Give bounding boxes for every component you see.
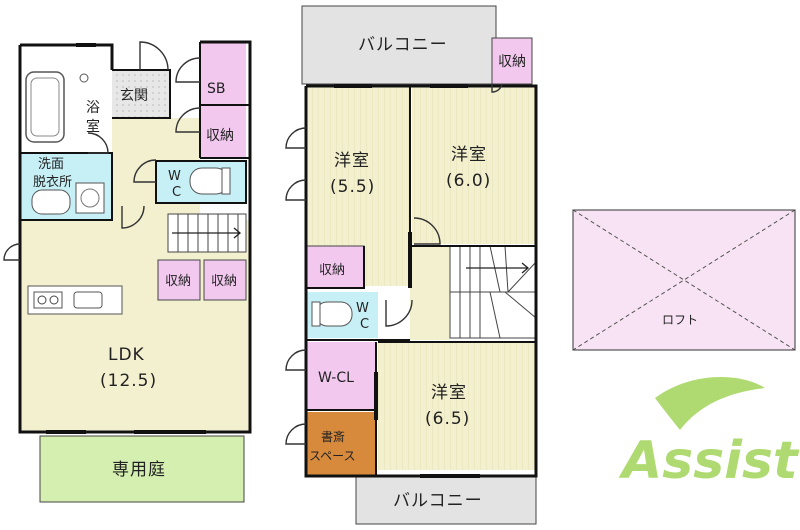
study-space — [306, 412, 376, 476]
windows-1f — [46, 43, 206, 434]
washing-machine-icon — [75, 182, 105, 214]
windows-2f — [334, 84, 480, 478]
ldk-label: LDK — [108, 345, 145, 365]
shoe-box — [200, 42, 246, 105]
walk-in-closet — [306, 342, 376, 410]
room-bottom-size: (6.5) — [425, 409, 470, 429]
doors-2f — [285, 83, 503, 445]
logo-text: Assist — [618, 431, 800, 491]
garden-label: 専用庭 — [112, 460, 166, 480]
closet-b-label: 収納 — [211, 274, 237, 289]
balcony-bottom — [355, 475, 537, 525]
floor-1: 浴 室 玄関 SB 収納 洗面 脱衣所 W C 収納 収納 LDK (12.5)… — [3, 40, 252, 503]
entrance — [112, 70, 170, 118]
hall-2f — [410, 246, 450, 340]
kitchen-counter — [27, 285, 123, 315]
wc-label-1: W — [168, 169, 181, 184]
shower-icon — [79, 73, 89, 83]
study-label-1: 書斎 — [321, 429, 345, 444]
closet-top-label: 収納 — [206, 128, 234, 144]
room-right-size: (6.0) — [446, 171, 491, 191]
sb-label: SB — [207, 81, 226, 97]
loft: ロフト — [572, 209, 796, 351]
floor-2: バルコニー 収納 洋室 (5.5) 洋室 (6.0) 収納 W C W-CL 書… — [285, 5, 538, 525]
stairs-2f — [449, 245, 537, 339]
wcl-label: W-CL — [318, 370, 354, 386]
room-6-0 — [412, 86, 536, 244]
closet-top-2f-label: 収納 — [498, 54, 526, 70]
closet-top — [200, 105, 246, 158]
loft-label: ロフト — [662, 313, 698, 327]
closet-mid-label: 収納 — [319, 263, 345, 278]
wc-2f-label-1: W — [356, 301, 369, 316]
closet-top-2f — [491, 37, 533, 85]
room-left-size: (5.5) — [330, 177, 375, 197]
room-6-5 — [378, 342, 536, 470]
bathtub — [25, 71, 65, 143]
washroom-label-2: 脱衣所 — [33, 174, 72, 190]
private-garden — [39, 435, 245, 503]
ldk-room — [20, 220, 250, 432]
entrance-label: 玄関 — [120, 87, 148, 104]
wc-label-2: C — [172, 185, 181, 200]
closet-a-label: 収納 — [165, 274, 191, 289]
leaf-icon — [655, 377, 765, 430]
assist-logo: Assist — [618, 377, 800, 491]
walls-1f — [18, 40, 252, 434]
bath-label-1: 浴 — [86, 100, 100, 116]
balcony-top-label: バルコニー — [358, 35, 448, 55]
wc-2f-label-2: C — [360, 317, 369, 332]
room-left-label: 洋室 — [334, 151, 370, 171]
study-label-2: スペース — [309, 449, 356, 463]
room-bottom-label: 洋室 — [431, 383, 467, 403]
closet-a — [157, 259, 201, 301]
balcony-bottom-label: バルコニー — [393, 491, 483, 511]
toilet-icon-2f — [315, 301, 353, 327]
washbasin-icon — [31, 189, 71, 215]
stairs-1f — [167, 213, 247, 253]
room-right-label: 洋室 — [451, 145, 487, 165]
closet-b — [203, 259, 247, 301]
balcony-top — [301, 5, 497, 85]
bath-label-2: 室 — [86, 118, 100, 135]
ldk-size: (12.5) — [100, 371, 157, 391]
doors-1f — [3, 41, 201, 261]
washroom-label-1: 洗面 — [38, 157, 64, 172]
